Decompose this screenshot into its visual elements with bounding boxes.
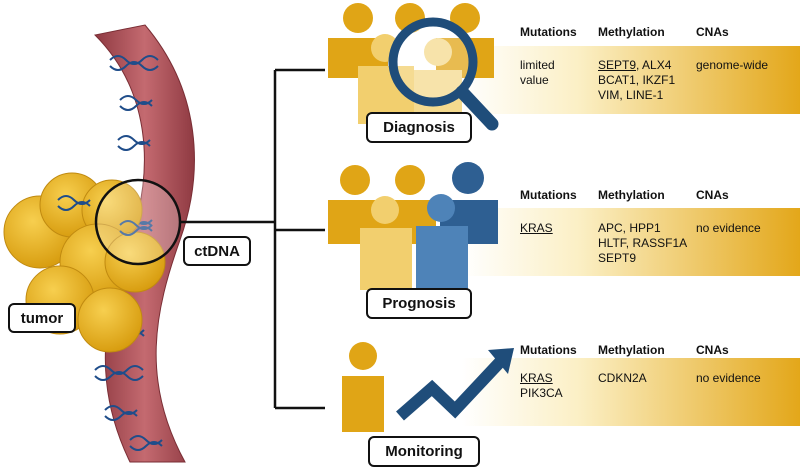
trend-arrow-icon: [396, 348, 514, 421]
prognosis-mutations-header: Mutations: [520, 188, 577, 202]
diagnosis-mutations-line1: limited: [520, 58, 555, 72]
prognosis-methylation-header: Methylation: [598, 188, 665, 202]
monitoring-methylation-header: Methylation: [598, 343, 665, 357]
monitoring-mutations-line1: KRAS: [520, 371, 553, 385]
prognosis-cnas-header: CNAs: [696, 188, 729, 202]
prognosis-methylation-line3: SEPT9: [598, 251, 637, 265]
tumor-label: tumor: [8, 303, 76, 333]
diagnosis-methylation-line1: SEPT9, ALX4: [598, 58, 671, 73]
diagnosis-mutations-header: Mutations: [520, 25, 577, 39]
magnifying-glass-icon: [388, 17, 499, 131]
diagnosis-cnas-value: genome-wide: [696, 58, 769, 72]
diagnosis-sept9: SEPT9: [598, 58, 637, 72]
diagnosis-alx4: , ALX4: [636, 58, 672, 72]
monitoring-mutations-header: Mutations: [520, 343, 577, 357]
prognosis-label: Prognosis: [366, 288, 472, 319]
connector-lines: [180, 68, 325, 410]
prognosis-cnas-value: no evidence: [696, 221, 761, 235]
ctdna-label: ctDNA: [183, 236, 251, 266]
monitoring-label: Monitoring: [368, 436, 480, 467]
monitoring-band: [462, 358, 800, 426]
diagnosis-methylation-header: Methylation: [598, 25, 665, 39]
monitoring-methylation-value: CDKN2A: [598, 371, 647, 385]
diagnosis-mutations-line2: value: [520, 73, 549, 87]
diagnosis-label: Diagnosis: [366, 112, 472, 143]
monitoring-person-icon: [342, 342, 384, 432]
diagnosis-band: [462, 46, 800, 114]
diagnosis-methylation-line3: VIM, LINE-1: [598, 88, 664, 102]
tumor-cells: [3, 172, 166, 353]
diagnosis-cnas-header: CNAs: [696, 25, 729, 39]
prognosis-mutations-value: KRAS: [520, 221, 553, 235]
prognosis-methylation-line1: APC, HPP1: [598, 221, 661, 235]
diagnosis-methylation-line2: BCAT1, IKZF1: [598, 73, 676, 87]
magnifier-circle: [94, 178, 182, 266]
prognosis-people-icon: [328, 162, 498, 290]
monitoring-cnas-value: no evidence: [696, 371, 761, 385]
monitoring-mutations-line2: PIK3CA: [520, 386, 563, 400]
prognosis-methylation-line2: HLTF, RASSF1A: [598, 236, 688, 250]
monitoring-cnas-header: CNAs: [696, 343, 729, 357]
prognosis-band: [462, 208, 800, 276]
